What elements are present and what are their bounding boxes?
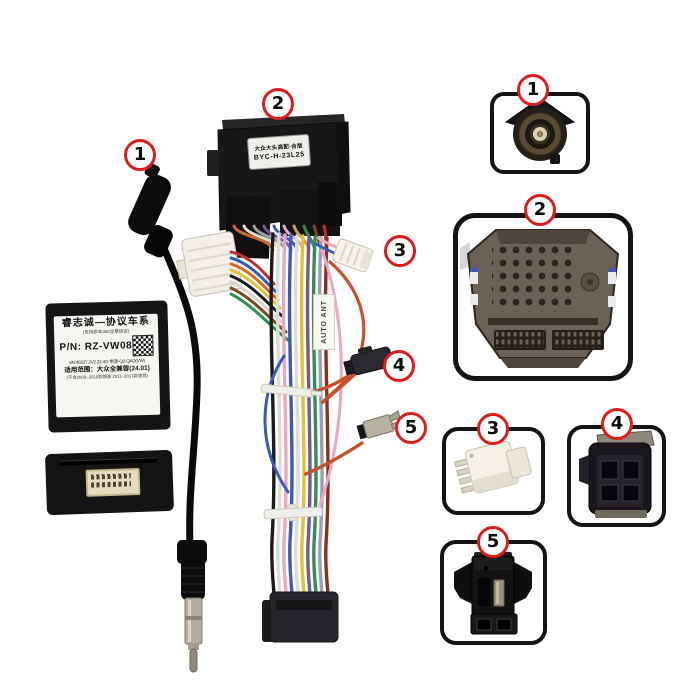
callout-4-harness: 4 — [383, 350, 415, 382]
orange-loop-wire — [320, 260, 366, 404]
qr-code — [132, 334, 154, 357]
antenna-barrel-highlight — [188, 600, 191, 642]
white-connector-closeup — [454, 440, 532, 494]
black-connector-closeup — [579, 430, 655, 518]
head-unit-connector — [262, 591, 339, 643]
decoder-part-number: P/N: RZ-VW08 — [59, 340, 133, 354]
socket-pin-row-bottom — [90, 481, 132, 488]
harness-connector-5 — [356, 410, 404, 440]
socket-pin-row-top — [90, 473, 131, 480]
interface-box — [44, 449, 175, 516]
callout-5-detail: 5 — [477, 526, 509, 558]
callout-1-detail: 1 — [517, 74, 549, 106]
callout-5-harness: 5 — [395, 412, 427, 444]
callout-4-detail: 4 — [601, 408, 633, 440]
interface-box-groove — [59, 457, 158, 466]
antenna-boot — [181, 558, 205, 600]
module-housing-edge — [318, 182, 342, 226]
antenna-plug-step — [188, 643, 199, 650]
harness-connector-4 — [343, 346, 394, 376]
antenna-boot-ridges — [182, 567, 204, 593]
detail-box-2 — [453, 213, 633, 381]
main-wire-bundle — [269, 232, 330, 596]
antenna-barrel-notch — [185, 616, 202, 620]
blue-loop-wire — [263, 354, 290, 494]
decoder-box: 睿志诚—协议车系 (支持原车360全景协议) P/N: RZ-VW08 SN:4… — [45, 300, 171, 433]
harness-connector-3 — [332, 238, 374, 273]
canbus-module — [207, 114, 351, 259]
quadlock-closeup — [460, 229, 620, 368]
callout-3-harness: 3 — [384, 235, 416, 267]
antenna-plug-closeup — [504, 97, 576, 164]
decoder-note: (不含2009~2010款朗逸 2011~2017款途观) — [66, 372, 149, 381]
antenna-cable — [159, 242, 201, 552]
antenna-din-barrel — [184, 597, 203, 645]
module-label: 大众大头高配-合版 BYC-H-23L25 — [246, 133, 312, 171]
cable-ties — [260, 383, 323, 522]
decoder-label: 睿志诚—协议车系 (支持原车360全景协议) P/N: RZ-VW08 SN:4… — [53, 313, 161, 418]
antenna-plug-body — [128, 174, 171, 236]
callout-1-harness: 1 — [124, 139, 156, 171]
interface-socket — [85, 467, 141, 497]
orange-wire-to-connector5 — [304, 441, 364, 476]
detail-box-5 — [440, 540, 547, 645]
detail-box-1 — [490, 92, 590, 174]
antenna-pin — [189, 648, 198, 673]
auto-ant-tag-text: AUTO ANT — [320, 300, 328, 344]
clip-connector-closeup — [454, 552, 532, 635]
detail-box-4 — [567, 425, 666, 527]
antenna-adapter-cable — [128, 162, 207, 673]
callout-2-harness: 2 — [262, 88, 294, 120]
callout-3-detail: 3 — [477, 413, 509, 445]
callout-2-detail: 2 — [524, 194, 556, 226]
module-housing-left — [224, 195, 272, 259]
auto-ant-tag: AUTO ANT — [313, 294, 335, 350]
antenna-boot-top — [177, 540, 207, 564]
antenna-plug-collar — [144, 225, 173, 258]
module-left-tab — [207, 150, 219, 176]
